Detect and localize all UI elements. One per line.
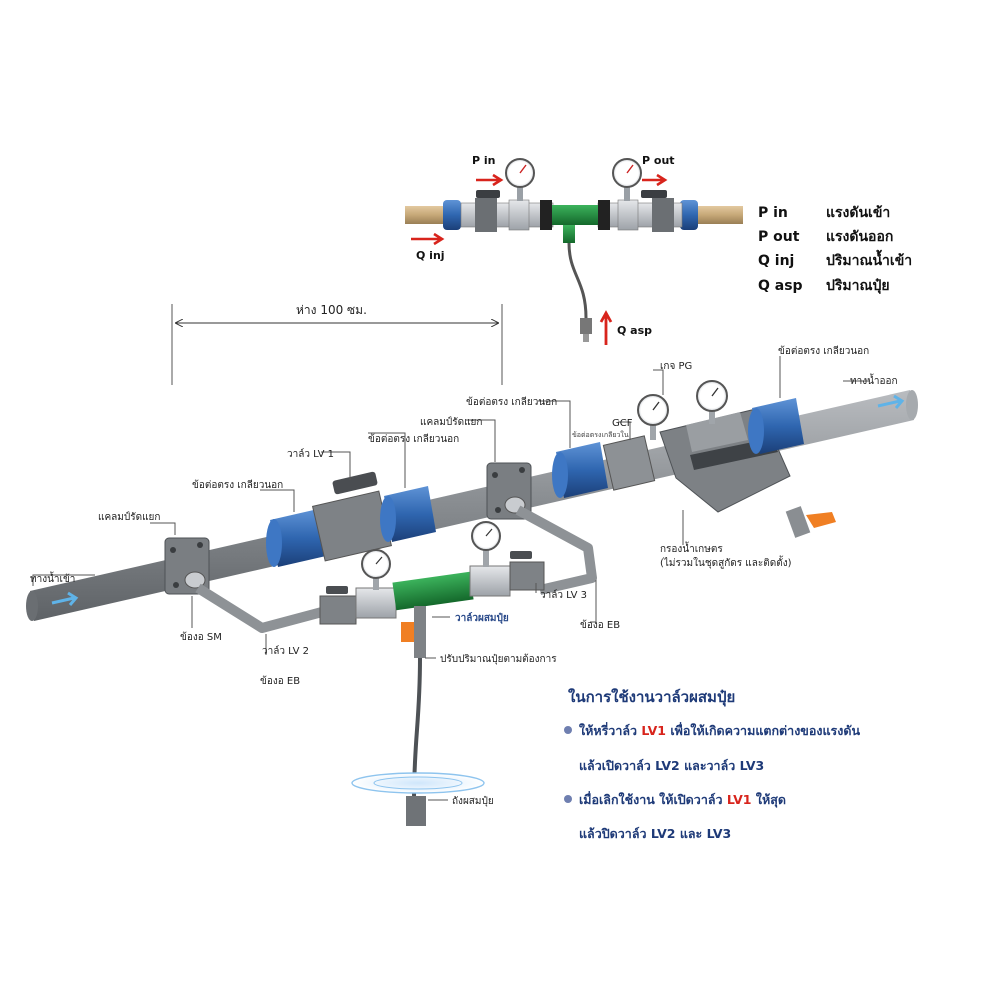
label-coupler-left: ข้อต่อตรง เกลียวนอก <box>192 479 283 491</box>
valve-lv3-handle <box>510 551 532 559</box>
inset-pipe-left <box>405 206 455 224</box>
label-clamp-left: แคลมป์รัดแยก <box>98 511 160 523</box>
label-valve-lv3: วาล์ว LV 3 <box>540 589 587 601</box>
filter-drain-handle <box>806 512 836 528</box>
tank-ripple <box>351 772 485 794</box>
label-elbow-eb-left: ข้องอ EB <box>260 675 300 687</box>
instruction-item2-line2: แล้วปิดวาล์ว LV2 และ LV3 <box>579 826 731 841</box>
label-gauge-pg: เกจ PG <box>660 361 692 372</box>
flow-arrow-out <box>877 394 905 409</box>
injector-body-left <box>355 587 397 619</box>
label-coupler-top: ข้อต่อตรง เกลียวนอก <box>778 345 869 357</box>
label-filter: กรองน้ำเกษตร <box>660 541 723 555</box>
gcf-fitting <box>602 435 656 491</box>
leader-lines <box>32 356 870 801</box>
injector-green-mixer <box>392 571 474 611</box>
instructions: ในการใช้งานวาล์วผสมปุ๋ย ให้หรี่วาล์ว LV1… <box>564 688 860 841</box>
inset-arrow-qinj <box>411 232 445 246</box>
inset-coupler-right <box>680 200 698 230</box>
label-coupler-right-mid: ข้อต่อตรง เกลียวนอก <box>466 396 557 408</box>
legend: P in แรงดันเข้า P out แรงดันออก Q inj ปร… <box>758 205 912 294</box>
inset-arrow-qasp <box>599 310 613 345</box>
legend-value-qasp: ปริมาณปุ๋ย <box>826 278 890 294</box>
legend-key-qasp: Q asp <box>758 278 803 294</box>
clamp-saddle-left <box>164 537 210 595</box>
label-valve-lv2: วาล์ว LV 2 <box>262 645 309 657</box>
label-water-in: ทางน้ำเข้า <box>30 571 75 585</box>
label-mix-valve: วาล์วผสมปุ๋ย <box>455 612 509 624</box>
valve-lv1-handle <box>332 471 378 495</box>
bullet-1 <box>564 726 572 734</box>
inset-suction-hose <box>567 242 588 319</box>
legend-key-pin: P in <box>758 205 788 221</box>
label-clamp-mid: แคลมป์รัดแยก <box>420 416 482 428</box>
valve-lv2-body <box>319 595 357 625</box>
valve-lv3-body <box>509 561 545 591</box>
inset-pipe-right <box>695 206 743 224</box>
label-water-out: ทางน้ำออก <box>850 373 898 387</box>
instructions-title: ในการใช้งานวาล์วผสมปุ๋ย <box>568 688 735 707</box>
inset-body-left <box>460 202 554 228</box>
label-valve-lv1: วาล์ว LV 1 <box>287 448 334 460</box>
legend-value-qinj: ปริมาณน้ำเข้า <box>826 249 912 269</box>
clamp-saddle-mid <box>486 462 532 520</box>
injector-body-right <box>469 565 511 597</box>
legend-value-pin: แรงดันเข้า <box>826 205 890 221</box>
legend-key-pout: P out <box>758 229 800 245</box>
label-filter-sub: (ไม่รวมในชุดสูกัดร และติดตั้ง) <box>660 555 792 569</box>
blue-coupler-right <box>748 398 804 454</box>
legend-value-pout: แรงดันออก <box>826 229 893 245</box>
label-elbow-sm: ข้องอ SM <box>180 631 222 643</box>
label-gcf: GCF <box>612 418 633 429</box>
label-tank: ถังผสมปุ๋ย <box>452 795 494 807</box>
valve-lv2-handle <box>326 586 348 594</box>
main-assembly <box>26 380 918 826</box>
instruction-item2-line1: เมื่อเลิกใช้งาน ให้เปิดวาล์ว LV1 ให้สุด <box>579 791 786 808</box>
label-coupler-mid: ข้อต่อตรง เกลียวนอก <box>368 433 459 445</box>
inset-valve-handle-right <box>641 190 667 198</box>
instruction-item1-line2: แล้วเปิดวาล์ว LV2 และวาล์ว LV3 <box>579 758 764 773</box>
bypass-pipe-left <box>195 583 324 633</box>
callout-labels: ทางน้ำเข้า แคลมป์รัดแยก ข้อต่อตรง เกลียว… <box>30 345 898 807</box>
inset-coupler-left <box>443 200 461 230</box>
inset-label-qinj: Q inj <box>416 249 445 262</box>
inset-arrow-pin <box>476 173 504 187</box>
blue-coupler-left <box>266 509 326 567</box>
foot-filter <box>406 796 426 826</box>
dimension-label: ห่าง 100 ซม. <box>296 303 367 317</box>
inset-green-mixer <box>552 205 598 225</box>
blue-coupler-mid <box>380 486 436 542</box>
blue-coupler-right-mid <box>552 442 608 498</box>
flow-arrow-in <box>51 591 79 606</box>
legend-key-qinj: Q inj <box>758 253 794 269</box>
label-gcf-sub: ข้อต่อตรงเกลียวใน <box>572 430 629 439</box>
bullet-2 <box>564 795 572 803</box>
inset-label-pin: P in <box>472 154 496 167</box>
adjust-valve-handle <box>401 622 417 642</box>
inset-valve-handle-left <box>476 190 500 198</box>
bypass-pipe-right <box>515 505 597 595</box>
inset-label-qasp: Q asp <box>617 324 652 337</box>
inset-label-pout: P out <box>642 154 675 167</box>
dimension-line: ห่าง 100 ซม. <box>171 303 503 385</box>
instruction-item1-line1: ให้หรี่วาล์ว LV1 เพื่อให้เกิดความแตกต่าง… <box>579 722 860 738</box>
label-adjust: ปรับปริมาณปุ๋ยตามต้องการ <box>440 653 557 665</box>
inset-diagram: P in P out Q inj Q asp <box>405 154 743 345</box>
inset-arrow-pout <box>642 173 668 187</box>
label-elbow-eb-right: ข้องอ EB <box>580 619 620 631</box>
